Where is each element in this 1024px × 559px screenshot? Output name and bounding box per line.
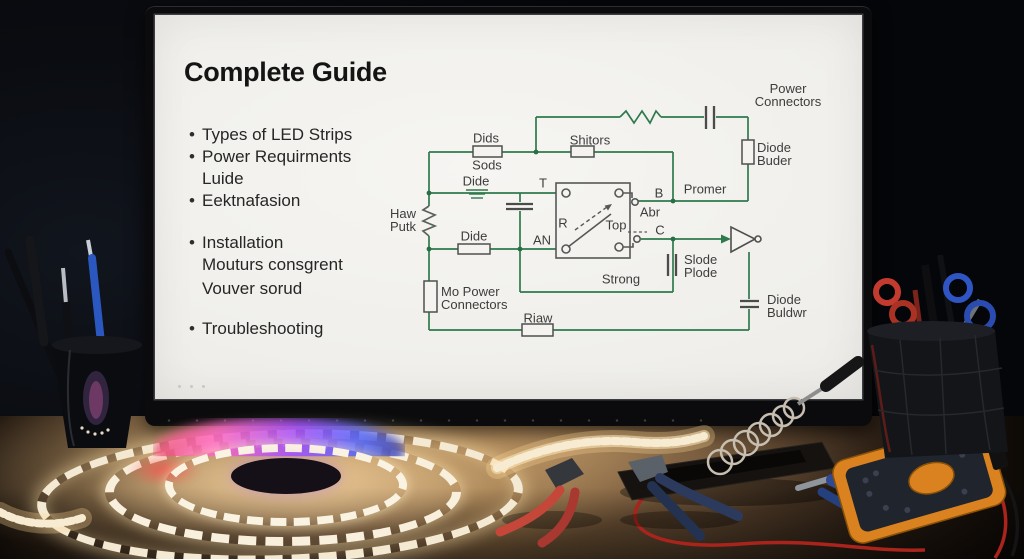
slide-progress-dot (190, 385, 193, 388)
soldering-iron-stand (706, 396, 806, 476)
bullet-item: •Troubleshooting (189, 319, 324, 338)
silver-pen-tip (61, 267, 68, 305)
label-promer: Promer (683, 181, 727, 197)
label-dide-res: Dide (460, 228, 488, 244)
switch-block (555, 182, 647, 259)
slide-progress-dot (178, 385, 181, 388)
label-riaw: Riaw (523, 310, 553, 326)
bullet-dot: • (189, 191, 195, 210)
circuit-wires (428, 109, 750, 331)
cup-led-reflections (80, 426, 110, 436)
bullet-item: •Eektnafasion (189, 191, 301, 210)
bullet-item-line: Luide (202, 169, 244, 188)
switch-arrowhead (604, 204, 612, 211)
junction-dots (426, 149, 676, 252)
bullet-dot: • (189, 233, 195, 252)
resistor-boxes (423, 139, 755, 337)
monitor: Complete Guide •Types of LED Strips •Pow… (145, 6, 872, 426)
label-sods: Sods (472, 157, 502, 173)
bullet-dot: • (189, 125, 195, 144)
slide-progress-dot (202, 385, 205, 388)
label-strong: Strong (601, 271, 641, 287)
pen-cup (4, 235, 142, 448)
bullet-dot: • (189, 147, 195, 166)
reel-hub (231, 458, 341, 494)
label-r: R (558, 215, 568, 231)
bullet-item-line: Mouturs consgrent (202, 255, 343, 274)
label-c: C (655, 222, 665, 238)
presentation-slide: Complete Guide •Types of LED Strips •Pow… (155, 15, 862, 399)
led-strip (0, 425, 715, 534)
red-pliers (495, 458, 602, 548)
label-top: Top (605, 217, 627, 233)
bullet-item: •Types of LED Strips (189, 125, 353, 144)
bullet-item: •Power Requirments (189, 147, 352, 166)
label-b: B (654, 185, 664, 201)
slide-title: Complete Guide (184, 57, 387, 87)
label-dide-cap: Dide (462, 173, 490, 189)
label-abr: Abr (639, 204, 661, 220)
label-an: AN (532, 232, 552, 248)
bullet-item-line: Vouver sorud (202, 279, 303, 298)
black-pen (4, 248, 62, 376)
buffer-triangle (730, 225, 762, 254)
bullet-dot: • (189, 319, 195, 338)
capacitors (506, 106, 759, 309)
led-strip-ring (165, 444, 407, 526)
mesh-cup (867, 254, 1008, 458)
multimeter-dial (908, 461, 955, 495)
blue-pliers (620, 455, 743, 541)
bullet-item: •Installation (189, 233, 284, 252)
label-dids: Dids (472, 130, 500, 146)
circuit-diagram (420, 106, 762, 337)
label-shitors: Shitors (569, 132, 611, 148)
signal-arrowhead (721, 234, 731, 244)
label-t: T (539, 175, 547, 191)
resistor-zigzag (420, 205, 438, 237)
